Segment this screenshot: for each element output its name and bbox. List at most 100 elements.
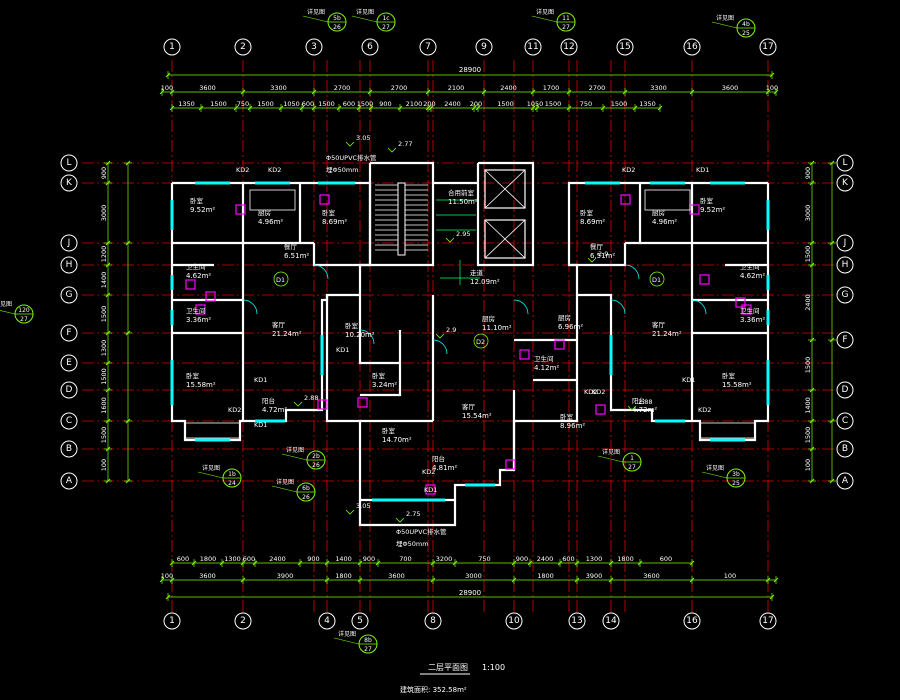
callout-bottom: 27	[628, 464, 636, 471]
callout-leader	[0, 310, 16, 315]
dimension-slash	[240, 89, 246, 95]
plumbing-fixture	[425, 484, 436, 495]
axis-bubble	[361, 38, 379, 56]
unit-tag-ring	[473, 333, 489, 349]
dimension-slash	[773, 89, 779, 95]
dimension-slash	[622, 89, 628, 95]
dimension-text: 1500	[318, 100, 335, 108]
dimension-slash	[829, 240, 835, 246]
elevation-text: 2.88	[638, 398, 652, 406]
room-area: 4.72m²	[632, 406, 657, 414]
dimension-slash	[105, 418, 111, 424]
dimension-text: 100	[161, 572, 173, 580]
axis-bubble	[568, 612, 586, 630]
axis-bubble	[759, 38, 777, 56]
axis-label: H	[842, 260, 849, 270]
dimension-text: 2700	[334, 84, 351, 92]
dimension-slash	[125, 240, 131, 246]
room-area: 21.24m²	[272, 330, 302, 338]
dimension-text: 1800	[335, 572, 352, 580]
dimension-text: 3900	[277, 572, 294, 580]
unit-tag: D1	[276, 276, 285, 284]
axis-label: B	[842, 444, 848, 454]
room-name: 卧室	[186, 371, 200, 380]
axis-label: 1	[169, 616, 175, 626]
dimension-slash	[530, 89, 536, 95]
room-area: 8.69m²	[580, 218, 605, 226]
axis-bubble	[836, 154, 854, 172]
axis-label: F	[842, 335, 847, 345]
room-name: 厨房	[558, 313, 571, 322]
axis-label: 7	[425, 42, 431, 52]
room-name: 阳台	[262, 396, 275, 405]
dimension-slash	[105, 160, 111, 166]
axis-bubble	[836, 412, 854, 430]
room-name: 卧室	[580, 208, 594, 217]
room-area: 14.70m²	[382, 436, 412, 444]
unit-tag-ring	[273, 271, 289, 287]
door-swing	[691, 299, 707, 315]
callout-leader	[281, 453, 308, 461]
windows	[170, 181, 770, 502]
callout-label: 详见图	[602, 448, 620, 456]
callout-leader	[351, 15, 378, 23]
dimension-text: 1600	[100, 397, 108, 414]
dimension-text: 2400	[804, 294, 812, 311]
callout-top: 11	[562, 15, 570, 22]
plumbing-fixture	[185, 279, 196, 290]
axis-bubble	[524, 38, 542, 56]
dimension-slash	[557, 560, 563, 566]
room-area: 12.09m²	[470, 278, 500, 286]
dimension-text: 100	[724, 572, 736, 580]
axis-label: 15	[619, 42, 630, 52]
fixtures	[184, 169, 756, 495]
callout-top: 120	[18, 307, 30, 314]
axis-label: 2	[240, 42, 246, 52]
dimension-text: 1500	[100, 427, 108, 444]
dimension-text: 1500	[804, 427, 812, 444]
dimension-text: 1500	[545, 100, 562, 108]
dimension-text: 3600	[722, 84, 739, 92]
dimension-text: 1800	[537, 572, 554, 580]
dimension-text: 600	[343, 100, 355, 108]
callout-bottom: 27	[382, 24, 390, 31]
dimension-slash	[397, 105, 403, 111]
room-name: 阳台	[432, 454, 445, 463]
elevation-text: 3.05	[356, 502, 370, 510]
dimension-text: 1500	[804, 357, 812, 374]
axis-label: 4	[324, 616, 330, 626]
axis-bubble	[60, 472, 78, 490]
dimension-slash	[240, 560, 246, 566]
dimension-slash	[252, 560, 258, 566]
dimension-slash	[105, 292, 111, 298]
elevation-text: 2.9	[446, 326, 456, 334]
dimension-slash	[471, 105, 477, 111]
axis-label: 16	[686, 616, 698, 626]
dimension-slash	[481, 89, 487, 95]
dimension-text: 1500	[357, 100, 374, 108]
kitchen-counter	[644, 189, 691, 211]
dimension-slash	[324, 560, 330, 566]
axis-label: 14	[605, 616, 617, 626]
callout-label: 详见图	[307, 8, 325, 16]
dimension-text: 3000	[804, 205, 812, 222]
room-name: 客厅	[272, 320, 286, 329]
dimension-text: 750	[237, 100, 249, 108]
plumbing-fixture	[195, 304, 206, 315]
room-area: 4.96m²	[652, 218, 677, 226]
door-swing	[624, 264, 640, 280]
plumbing-fixture	[505, 459, 516, 470]
callout-top: 4b	[742, 21, 750, 28]
axis-label: A	[66, 476, 73, 486]
room-name: 卫生间	[186, 262, 206, 271]
dimension-slash	[809, 418, 815, 424]
callout-top: 5b	[333, 15, 341, 22]
room-area: 3.36m²	[740, 316, 765, 324]
room-area: 11.50m²	[448, 198, 478, 206]
callout-leader	[701, 471, 728, 479]
room-name: 客厅	[652, 320, 666, 329]
room-area: 8.96m²	[560, 422, 585, 430]
dimension-text: 700	[399, 555, 411, 563]
axis-bubble	[505, 612, 523, 630]
dimension-text: 3300	[270, 84, 287, 92]
